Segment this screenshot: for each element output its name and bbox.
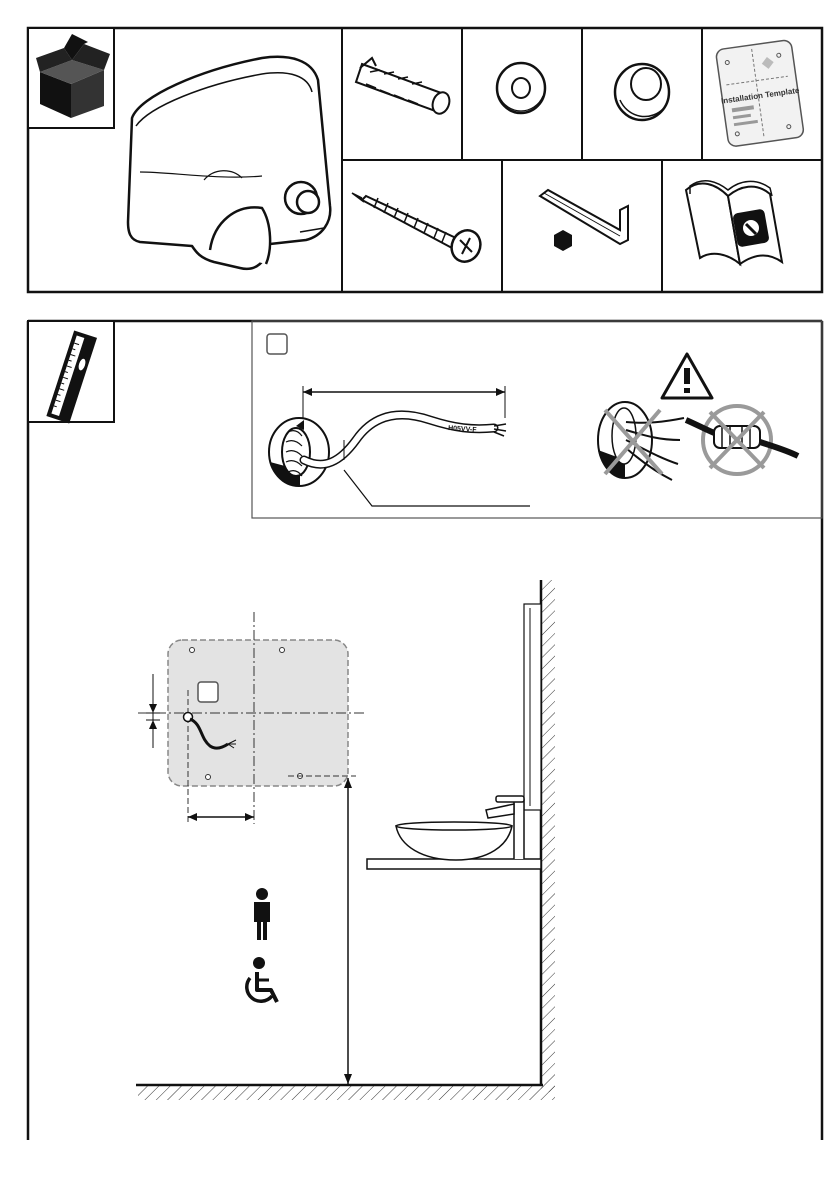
warning-triangle-icon [662, 354, 712, 398]
hand-dryer-unit [128, 57, 330, 269]
mounting-screw [352, 193, 485, 266]
no-bare-wires [598, 402, 684, 480]
parts-section: Installation Template [28, 28, 822, 292]
wheelchair-user-icon [247, 957, 277, 1002]
mirror [524, 604, 541, 810]
step-number-box-2 [198, 682, 218, 702]
spirit-level-icon [28, 321, 114, 423]
rubber-spacer [615, 64, 669, 120]
wall-plug-anchor [356, 58, 452, 116]
open-box-icon [28, 28, 114, 128]
install-section: H05VV-F [28, 321, 822, 1140]
wall-cable-socket [269, 418, 329, 486]
installation-template: Installation Template [714, 39, 806, 147]
no-inline-connector [686, 406, 798, 474]
step-number-box [267, 334, 287, 354]
flat-washer [497, 63, 545, 113]
instruction-manual [686, 181, 782, 264]
standing-person-icon [254, 888, 270, 940]
hex-allen-key [540, 190, 628, 251]
cable-panel: H05VV-F [252, 321, 822, 518]
template-plan [138, 612, 366, 1084]
cable-print-label: H05VV-F [448, 425, 478, 434]
washbasin [367, 796, 541, 869]
